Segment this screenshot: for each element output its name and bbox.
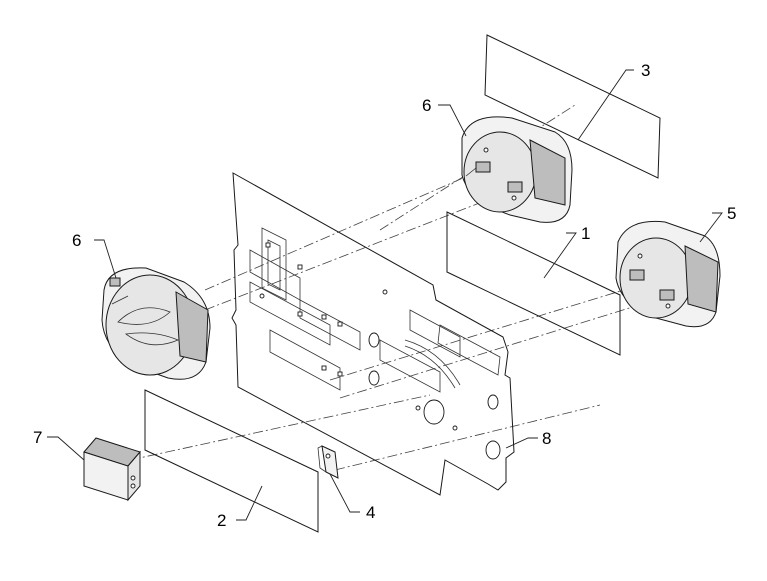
label-sticker-1 (446, 211, 621, 356)
connector-box-7 (83, 437, 141, 502)
label-sticker-3 (484, 34, 661, 179)
label-part-2: 2 (217, 511, 226, 530)
label-part-6-left: 6 (72, 231, 81, 250)
label-part-4: 4 (366, 503, 375, 522)
assembly-axis-lines (129, 104, 656, 471)
label-part-8: 8 (542, 429, 551, 448)
mounting-plate-8 (231, 172, 515, 496)
label-part-6-top: 6 (422, 96, 431, 115)
clip-4 (317, 445, 339, 479)
rear-lamp-6-top (461, 116, 573, 223)
label-part-1: 1 (581, 224, 590, 243)
label-part-3: 3 (641, 61, 650, 80)
part-number-labels: 3 6 1 5 6 7 8 2 4 (33, 61, 736, 530)
leader-lines (47, 69, 723, 521)
front-lamp-6-left (101, 267, 211, 380)
label-sticker-2 (144, 389, 319, 533)
label-part-7: 7 (33, 428, 42, 447)
label-part-5: 5 (727, 204, 736, 223)
rear-lamp-5 (615, 220, 721, 328)
